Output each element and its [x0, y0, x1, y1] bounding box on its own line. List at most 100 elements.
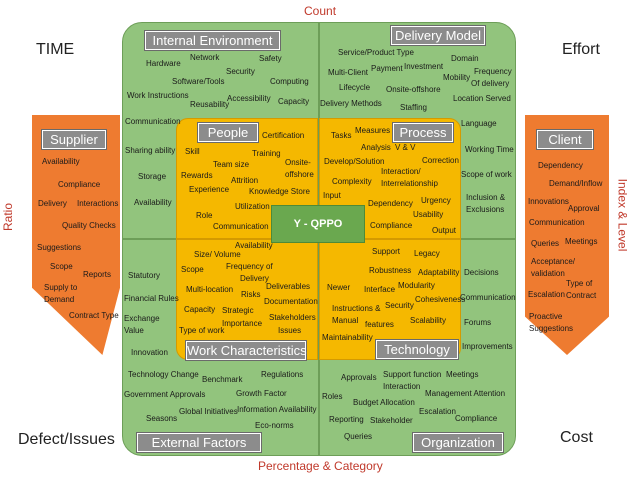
technology-item: Cohesiveness: [415, 295, 466, 304]
organization-item: Stakeholder: [370, 416, 413, 425]
work-item: Deliverables: [266, 282, 311, 291]
dm-item: Multi-Client: [328, 68, 369, 77]
people-item: Experience: [189, 185, 230, 194]
client-item: Demand/Inflow: [549, 179, 603, 188]
ie-item: Security: [226, 67, 255, 76]
people-item: Training: [252, 149, 281, 158]
supplier-item: Supply to: [44, 283, 78, 292]
ie-item: Hardware: [146, 59, 181, 68]
client-item: Escalation: [528, 290, 565, 299]
work-item: Importance: [222, 319, 263, 328]
technology-item: Interface: [364, 285, 396, 294]
dm-item: Language: [461, 119, 497, 128]
process-item: Correction: [422, 156, 459, 165]
ie-item: Sharing ability: [125, 146, 176, 155]
supplier-item: Demand: [44, 295, 75, 304]
supplier-item: Quality Checks: [62, 221, 116, 230]
work-item: Stakeholders: [269, 313, 316, 322]
technology-item: Maintainability: [322, 333, 373, 342]
organization-item: Support function: [383, 370, 442, 379]
technology-title: Technology: [376, 340, 458, 359]
dm-item: Exclusions: [466, 205, 505, 214]
client-item: validation: [531, 269, 565, 278]
technology-item: Legacy: [414, 249, 440, 258]
supplier-title: Supplier: [42, 130, 106, 149]
people-item: Onsite-: [285, 158, 311, 167]
supplier-item: Reports: [83, 270, 112, 279]
external-item: Benchmark: [202, 375, 243, 384]
ie-item: Work Instructions: [127, 91, 189, 100]
external-item: Value: [124, 326, 144, 335]
ie-item: Network: [190, 53, 220, 62]
client-item: Suggestions: [529, 324, 574, 333]
external-item: Statutory: [128, 271, 161, 280]
process-item: Interrelationship: [381, 179, 438, 188]
count-label: Count: [304, 4, 337, 18]
organization-item: Queries: [344, 432, 373, 441]
process-item: Interaction/: [381, 167, 421, 176]
y-qppo-center: Y - QPPO: [271, 205, 365, 243]
dm-item: Location Served: [453, 94, 511, 103]
technology-item: Support: [372, 247, 401, 256]
technology-item: Modularity: [398, 281, 435, 290]
people-item: Team size: [213, 160, 250, 169]
technology-item: Instructions &: [332, 304, 381, 313]
process-item: Compliance: [370, 221, 413, 230]
technology-item: Robustness: [369, 266, 412, 275]
client-item: Acceptance/: [531, 257, 576, 266]
work-item: Capacity: [184, 305, 216, 314]
process-item: Output: [432, 226, 457, 235]
external-item: Seasons: [146, 414, 178, 423]
client-item: Contract: [566, 291, 597, 300]
supplier-item: Suggestions: [37, 243, 82, 252]
dm-item: Lifecycle: [339, 83, 371, 92]
time-label: TIME: [36, 41, 75, 58]
supplier-item: Delivery: [38, 199, 67, 208]
work-item: Scope: [181, 265, 204, 274]
technology-item: Newer: [327, 283, 351, 292]
ie-item: Reusability: [190, 100, 230, 109]
delivery-model-title: Delivery Model: [391, 26, 485, 45]
dm-item: Working Time: [465, 145, 514, 154]
organization-item: Management Attention: [425, 389, 506, 398]
technology-item: Security: [385, 301, 414, 310]
process-title: Process: [393, 123, 453, 142]
people-item: Rewards: [181, 171, 213, 180]
dm-item: Mobility: [443, 73, 471, 82]
external-item: Financial Rules: [124, 294, 179, 303]
external-item: Government Approvals: [124, 390, 206, 399]
ie-item: Capacity: [278, 97, 310, 106]
client-item: Innovations: [528, 197, 569, 206]
work-item: Risks: [241, 290, 261, 299]
defect-issues-label: Defect/Issues: [18, 431, 115, 448]
supplier-item: Interactions: [77, 199, 119, 208]
effort-label: Effort: [562, 41, 600, 58]
work-item: Strategic: [222, 306, 254, 315]
people-item: Utilization: [235, 202, 270, 211]
people-item: Skill: [185, 147, 200, 156]
work-item: Delivery: [240, 274, 269, 283]
organization-item: Reporting: [329, 415, 364, 424]
dm-item: Service/Product Type: [338, 48, 414, 57]
process-item: Dependency: [368, 199, 413, 208]
work-item: Type of work: [179, 326, 225, 335]
client-item: Meetings: [565, 237, 598, 246]
client-item: Approval: [568, 204, 600, 213]
dm-item: Domain: [451, 54, 479, 63]
technology-panel: [319, 239, 461, 360]
ie-item: Communication: [125, 117, 181, 126]
supplier-item: Contract Type: [69, 311, 119, 320]
people-item: Knowledge Store: [249, 187, 310, 196]
process-item: Urgency: [421, 196, 451, 205]
organization-item: Approvals: [341, 373, 377, 382]
dm-item: Delivery Methods: [320, 99, 382, 108]
organization-item: Improvements: [462, 342, 513, 351]
organization-item: Communication: [460, 293, 516, 302]
dm-item: Inclusion &: [466, 193, 506, 202]
client-item: Dependency: [538, 161, 583, 170]
client-item: Type of: [566, 279, 593, 288]
process-item: Measures: [355, 126, 391, 135]
organization-item: Meetings: [446, 370, 479, 379]
external-item: Information Availability: [237, 405, 317, 414]
dm-item: Onsite-offshore: [386, 85, 441, 94]
